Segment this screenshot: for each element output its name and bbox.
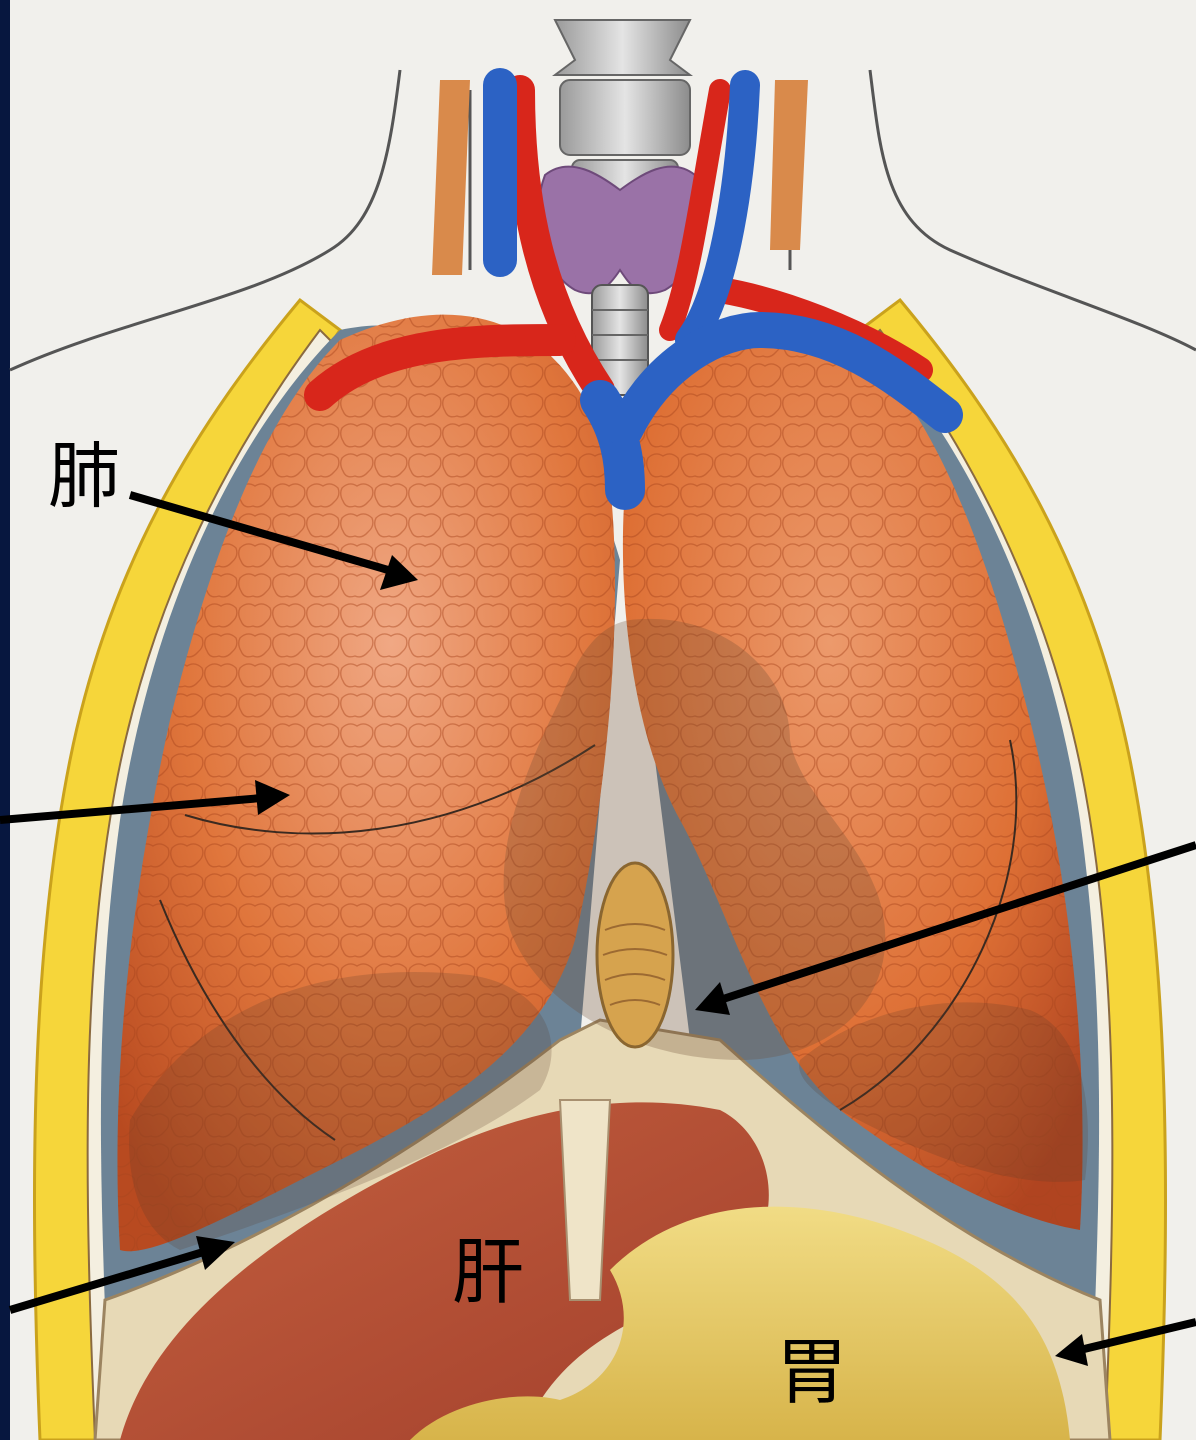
thymus [597,863,673,1047]
falciform-ligament [560,1100,610,1300]
label-lung: 肺 [48,440,120,512]
label-stomach: 胃 [776,1336,848,1408]
larynx [555,20,690,190]
label-liver: 肝 [452,1236,524,1308]
